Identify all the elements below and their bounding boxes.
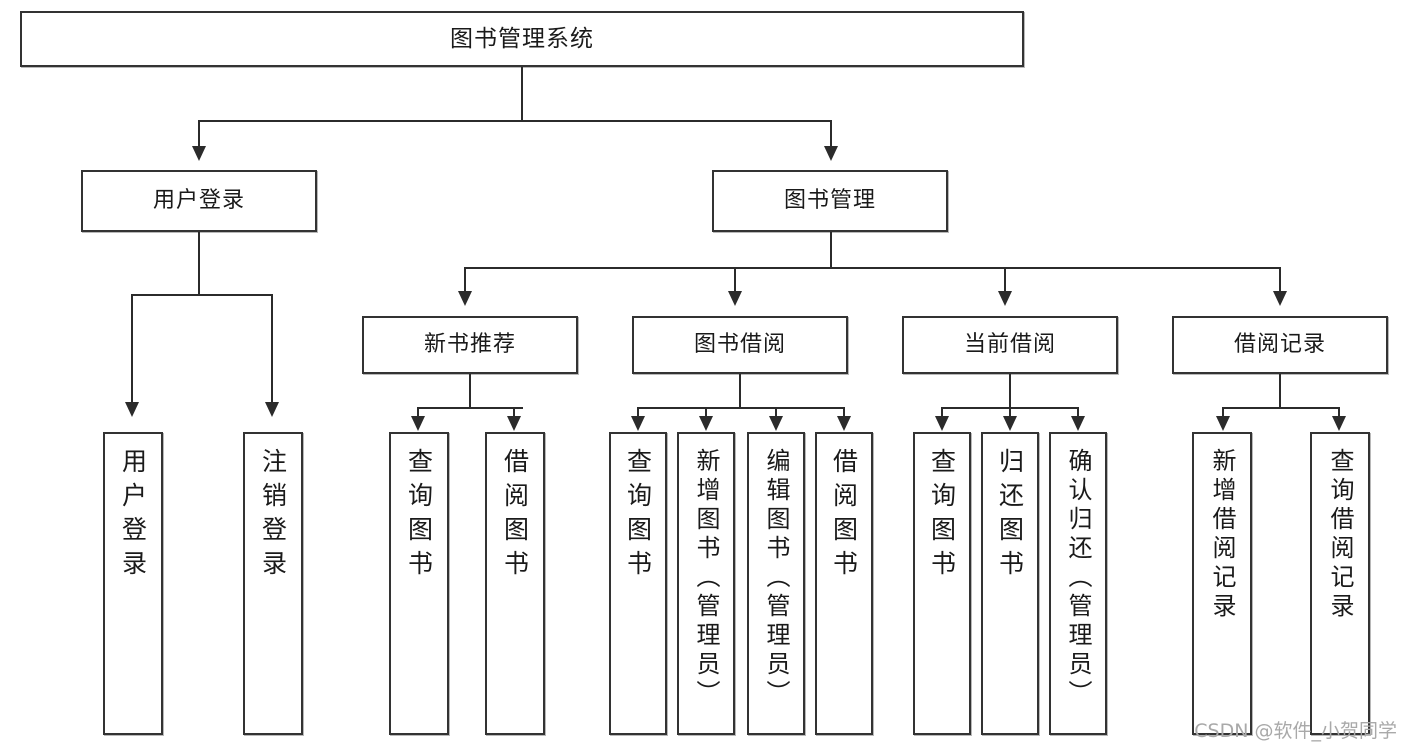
node-label: 新增借阅记录 xyxy=(1208,448,1236,622)
node-label: 注销登录 xyxy=(258,448,288,584)
node-label: 当前借阅 xyxy=(963,332,1056,358)
node-book-borrow[interactable]: 图书借阅 xyxy=(632,316,848,374)
leaf-return-book[interactable]: 归还图书 xyxy=(981,432,1039,735)
arrow-icon xyxy=(699,416,713,431)
connector-root-stem xyxy=(521,67,523,121)
leaf-add-book-admin[interactable]: 新增图书（管理员） xyxy=(677,432,735,735)
connector-bookborrow-stem xyxy=(739,374,741,408)
connector-borrowrecord-stem xyxy=(1279,374,1281,408)
connector-bookmgmt-drop-3 xyxy=(1004,267,1006,293)
leaf-borrow-book-borrow[interactable]: 借阅图书 xyxy=(815,432,873,735)
node-label: 查询图书 xyxy=(623,448,653,584)
node-label: 借阅图书 xyxy=(829,448,859,584)
leaf-query-book-borrow[interactable]: 查询图书 xyxy=(609,432,667,735)
node-label: 用户登录 xyxy=(152,188,245,214)
arrow-icon xyxy=(1332,416,1346,431)
connector-bookmgmt-drop-1 xyxy=(464,267,466,293)
arrow-icon xyxy=(935,416,949,431)
connector-borrowrecord-bar xyxy=(1222,407,1338,409)
node-label: 查询借阅记录 xyxy=(1326,448,1354,622)
connector-currentborrow-drop-3 xyxy=(1077,407,1079,419)
connector-bookborrow-drop-3 xyxy=(775,407,777,419)
arrow-icon xyxy=(125,402,139,417)
node-label: 查询图书 xyxy=(927,448,957,584)
connector-borrowrecord-drop-2 xyxy=(1338,407,1340,419)
node-new-book-recommend[interactable]: 新书推荐 xyxy=(362,316,578,374)
leaf-edit-book-admin[interactable]: 编辑图书（管理员） xyxy=(747,432,805,735)
leaf-confirm-return-admin[interactable]: 确认归还（管理员） xyxy=(1049,432,1107,735)
arrow-icon xyxy=(1216,416,1230,431)
node-label: 图书管理 xyxy=(783,188,876,214)
arrow-icon xyxy=(458,291,472,306)
leaf-user-login[interactable]: 用户登录 xyxy=(103,432,163,735)
node-label: 借阅图书 xyxy=(500,448,530,584)
connector-bookborrow-drop-4 xyxy=(843,407,845,419)
node-label: 归还图书 xyxy=(995,448,1025,584)
leaf-logout-login[interactable]: 注销登录 xyxy=(243,432,303,735)
connector-userlogin-bar xyxy=(131,294,271,296)
connector-currentborrow-drop-2 xyxy=(1009,407,1011,419)
leaf-query-book-newbook[interactable]: 查询图书 xyxy=(389,432,449,735)
leaf-query-book-current[interactable]: 查询图书 xyxy=(913,432,971,735)
leaf-add-borrow-record[interactable]: 新增借阅记录 xyxy=(1192,432,1252,735)
node-label: 新增图书（管理员） xyxy=(692,448,720,709)
arrow-icon xyxy=(824,146,838,161)
connector-bookborrow-drop-2 xyxy=(705,407,707,419)
connector-newbook-drop-2 xyxy=(513,407,515,419)
leaf-borrow-book-newbook[interactable]: 借阅图书 xyxy=(485,432,545,735)
arrow-icon xyxy=(1071,416,1085,431)
connector-bookmgmt-stem xyxy=(830,232,832,268)
node-borrow-record[interactable]: 借阅记录 xyxy=(1172,316,1388,374)
connector-bookborrow-bar xyxy=(637,407,843,409)
connector-userlogin-drop-2 xyxy=(271,294,273,404)
connector-userlogin-drop-1 xyxy=(131,294,133,404)
connector-newbook-bar xyxy=(417,407,523,409)
connector-currentborrow-drop-1 xyxy=(941,407,943,419)
node-label: 查询图书 xyxy=(404,448,434,584)
arrow-icon xyxy=(265,402,279,417)
connector-bookmgmt-bar xyxy=(464,267,1280,269)
node-label: 用户登录 xyxy=(118,448,148,584)
watermark-text: CSDN @软件_小贺同学 xyxy=(1194,720,1397,742)
connector-bookmgmt-drop-4 xyxy=(1279,267,1281,293)
connector-root-bar xyxy=(198,120,832,122)
connector-userlogin-stem xyxy=(198,232,200,295)
node-root-book-management-system[interactable]: 图书管理系统 xyxy=(20,11,1024,67)
leaf-query-borrow-record[interactable]: 查询借阅记录 xyxy=(1310,432,1370,735)
arrow-icon xyxy=(728,291,742,306)
node-label: 确认归还（管理员） xyxy=(1064,448,1092,709)
node-label: 借阅记录 xyxy=(1233,332,1326,358)
connector-currentborrow-stem xyxy=(1009,374,1011,408)
connector-borrowrecord-drop-1 xyxy=(1222,407,1224,419)
node-current-borrow[interactable]: 当前借阅 xyxy=(902,316,1118,374)
node-label: 图书管理系统 xyxy=(450,25,594,52)
arrow-icon xyxy=(1003,416,1017,431)
arrow-icon xyxy=(837,416,851,431)
arrow-icon xyxy=(507,416,521,431)
arrow-icon xyxy=(411,416,425,431)
node-label: 新书推荐 xyxy=(423,332,516,358)
connector-bookborrow-drop-1 xyxy=(637,407,639,419)
arrow-icon xyxy=(192,146,206,161)
arrow-icon xyxy=(998,291,1012,306)
arrow-icon xyxy=(769,416,783,431)
node-label: 图书借阅 xyxy=(693,332,786,358)
connector-root-drop-1 xyxy=(198,120,200,148)
connector-bookmgmt-drop-2 xyxy=(734,267,736,293)
connector-newbook-drop-1 xyxy=(417,407,419,419)
node-user-login[interactable]: 用户登录 xyxy=(81,170,317,232)
arrow-icon xyxy=(631,416,645,431)
connector-newbook-stem xyxy=(469,374,471,408)
connector-root-drop-2 xyxy=(830,120,832,148)
arrow-icon xyxy=(1273,291,1287,306)
node-label: 编辑图书（管理员） xyxy=(762,448,790,709)
node-book-management[interactable]: 图书管理 xyxy=(712,170,948,232)
